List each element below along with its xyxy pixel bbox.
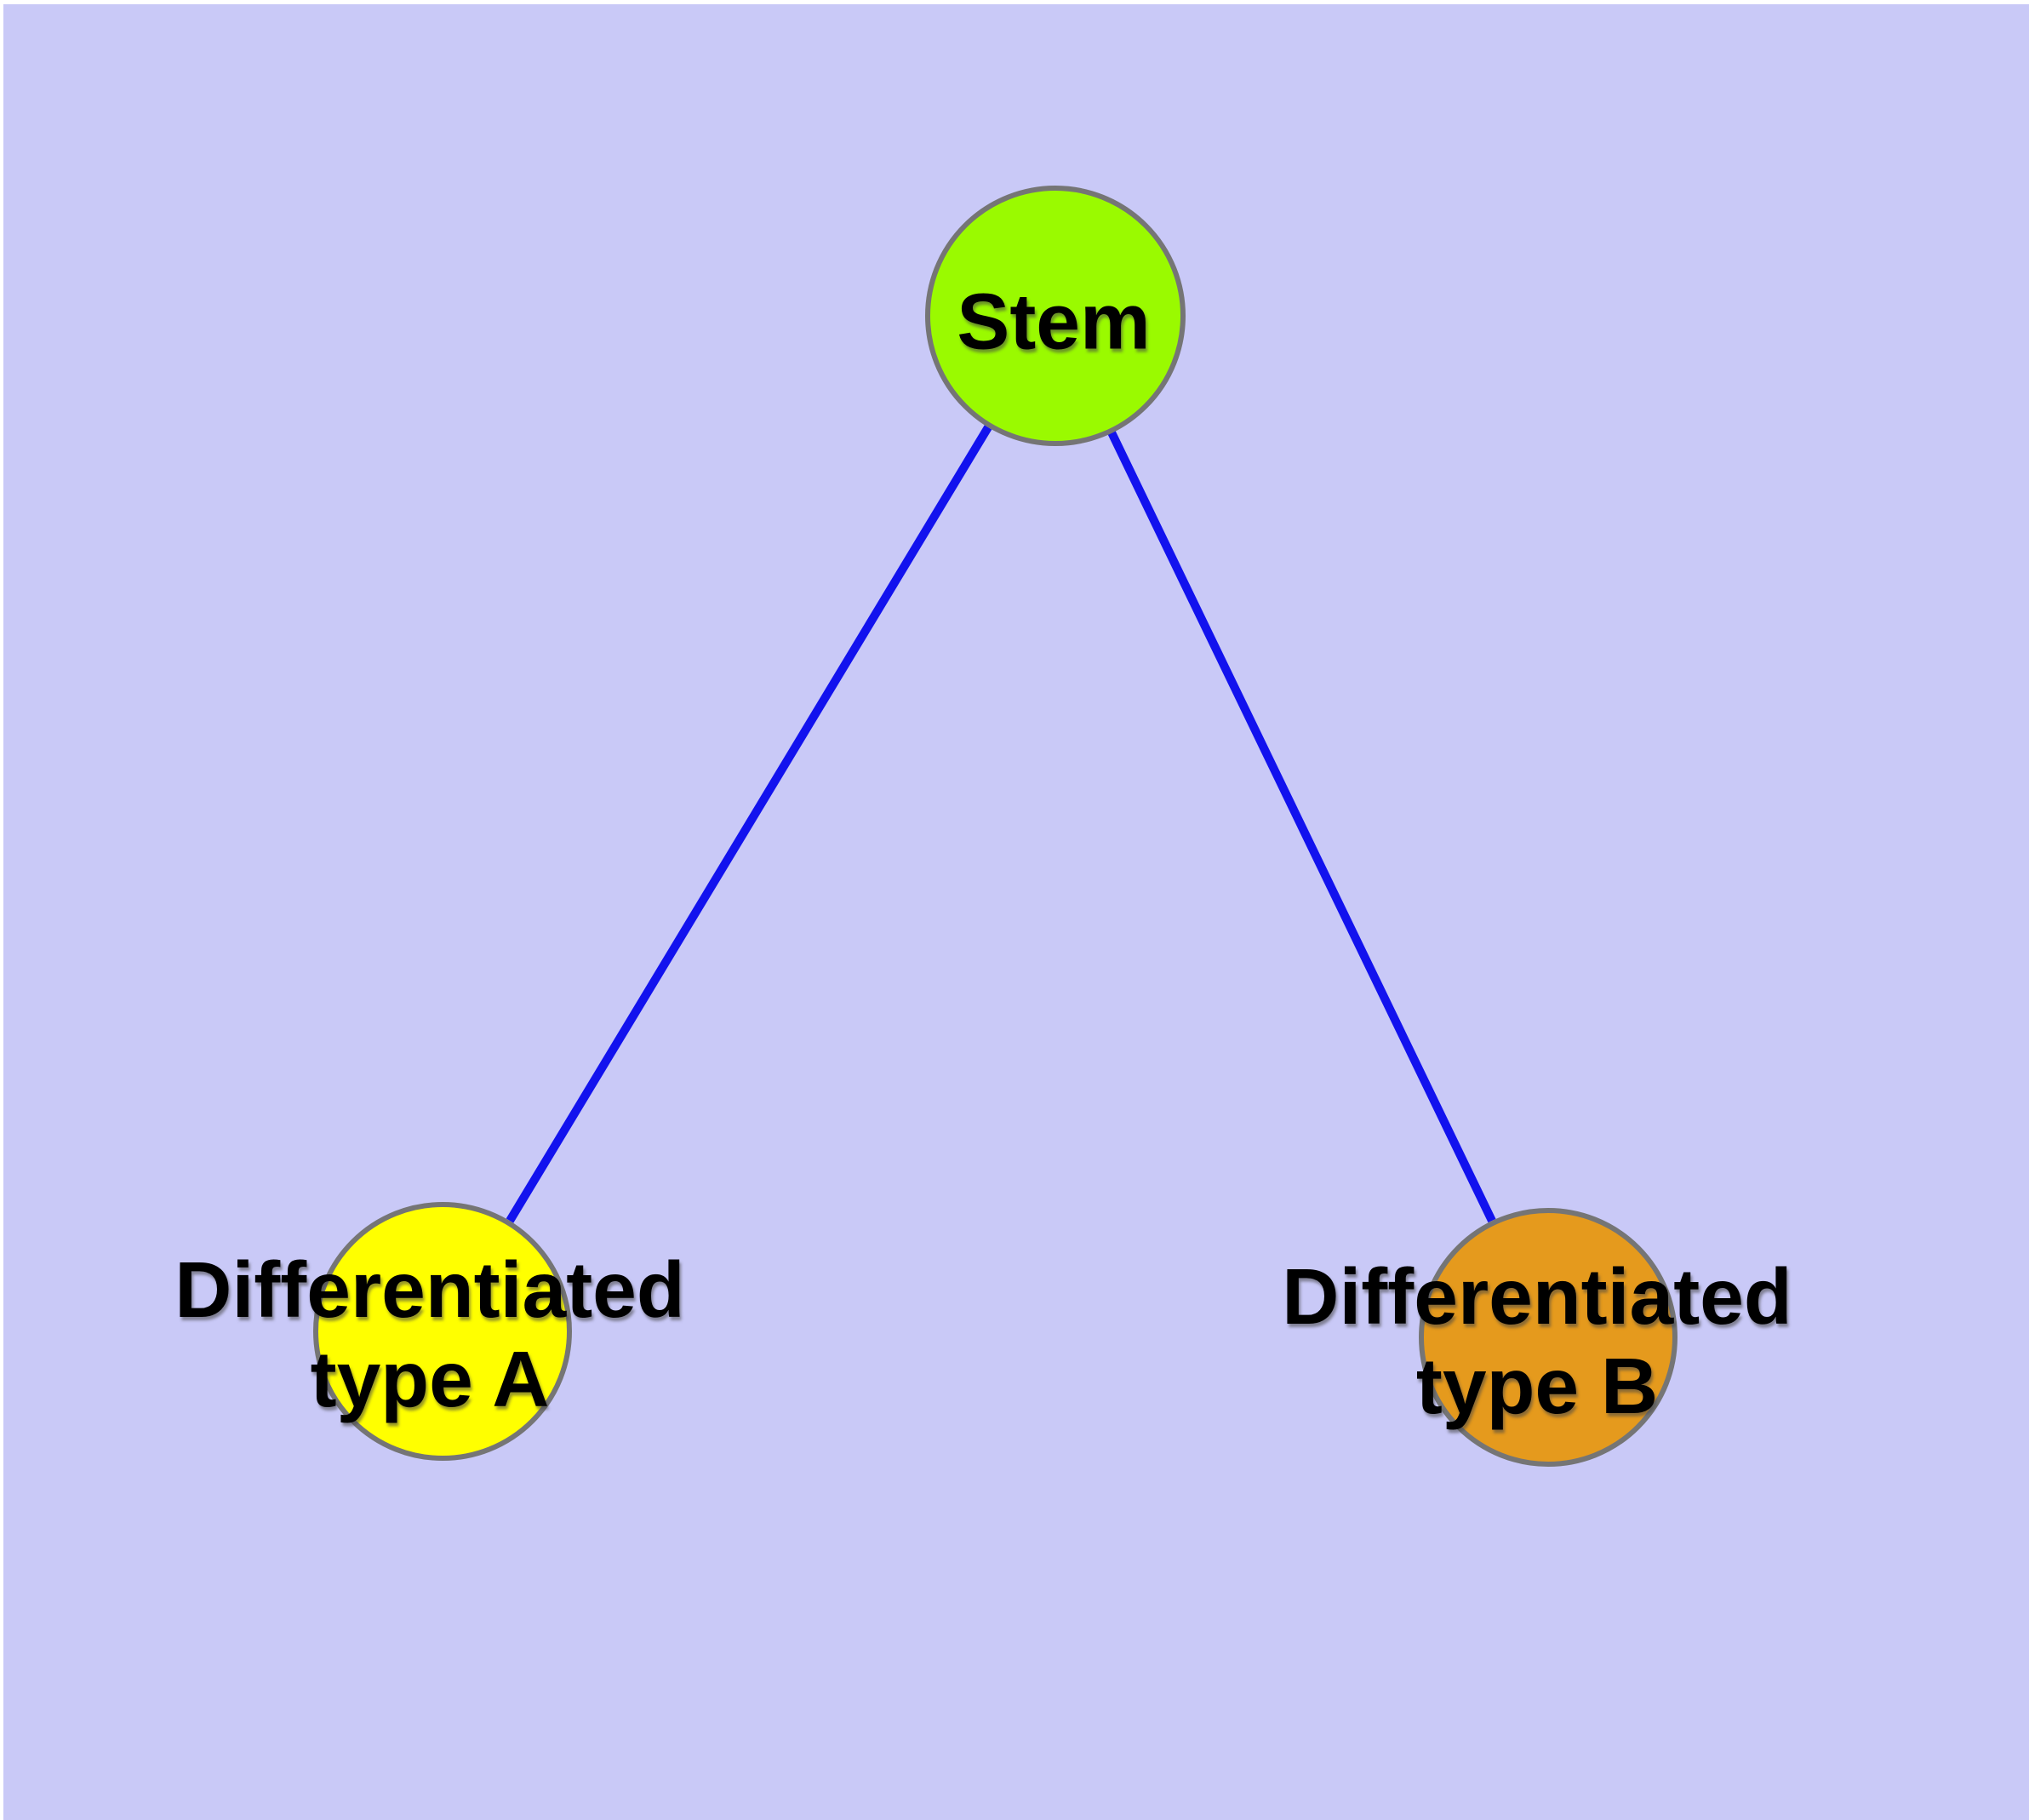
edge-stem-to-type-b (1107, 430, 1496, 1223)
left-margin (0, 0, 3, 1820)
node-stem (925, 186, 1186, 446)
node-differentiated-type-b-label: Differentiated type B (1282, 1252, 1792, 1431)
label-line: type B (1415, 1342, 1659, 1430)
top-margin (0, 0, 2029, 4)
label-line: Differentiated (174, 1245, 685, 1334)
node-differentiated-type-b (1419, 1208, 1677, 1467)
edge-stem-to-type-a (506, 425, 992, 1223)
label-line: type A (310, 1335, 550, 1423)
node-stem-label: Stem (957, 278, 1150, 367)
node-differentiated-type-a-label: Differentiated type A (174, 1245, 684, 1424)
label-line: Differentiated (1282, 1252, 1792, 1341)
node-differentiated-type-a (313, 1202, 572, 1461)
label-line: Stem (957, 277, 1151, 366)
